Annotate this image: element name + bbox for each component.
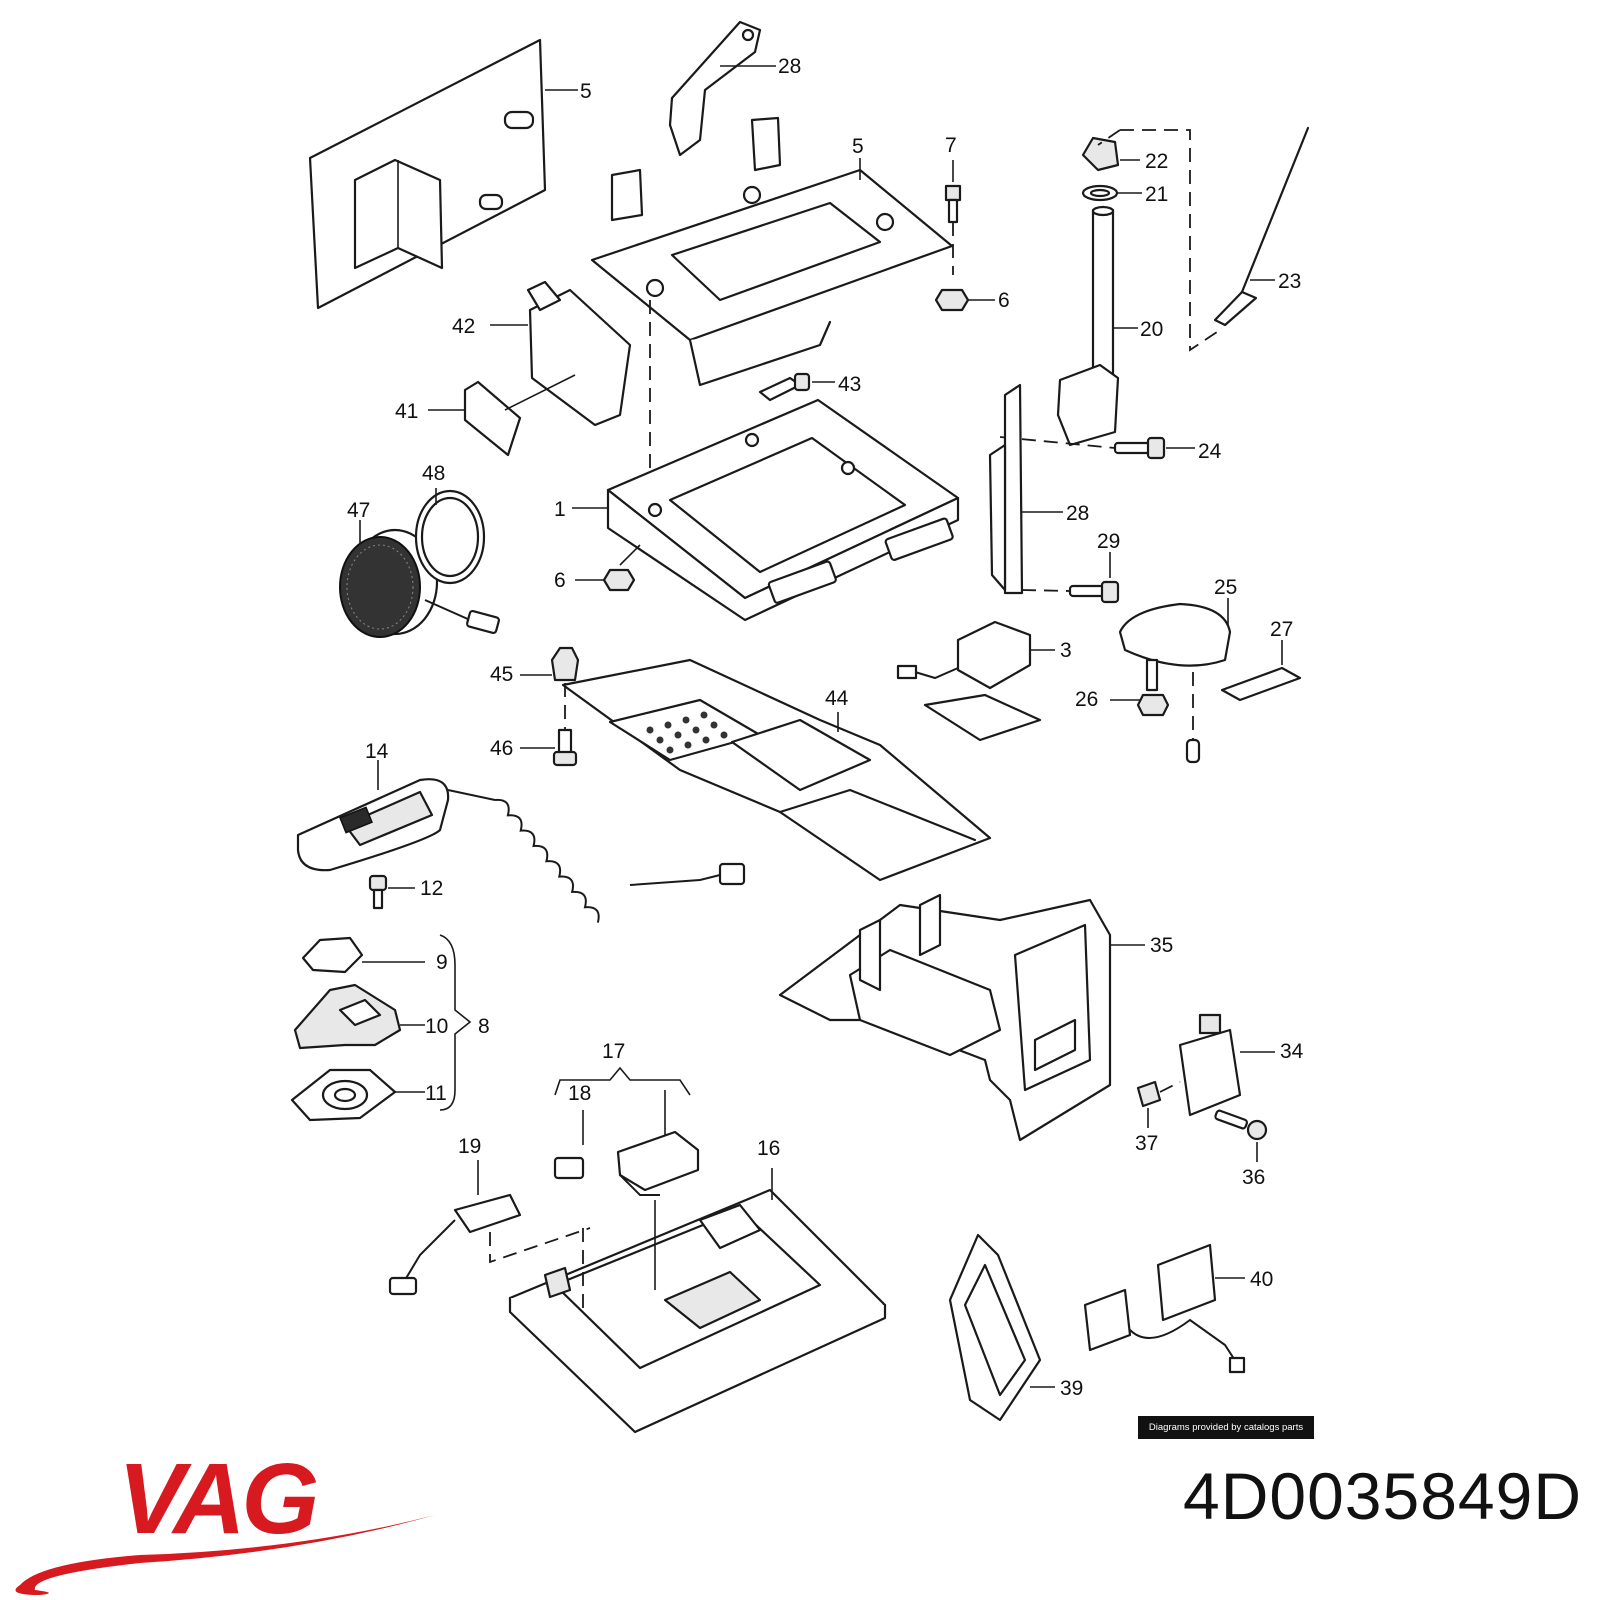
- callout-39: 39: [1060, 1377, 1083, 1400]
- callout-42: 42: [452, 315, 475, 338]
- callout-20: 20: [1140, 318, 1163, 341]
- callout-19: 19: [458, 1135, 481, 1158]
- part-40-modules: [1083, 1243, 1246, 1374]
- brace-8: [439, 934, 472, 1111]
- part-12-screw: [368, 874, 415, 910]
- part-9-pad: [301, 936, 425, 974]
- callout-11: 11: [425, 1082, 447, 1105]
- part-44-tray: [561, 658, 992, 882]
- part-7-bolt: [944, 160, 962, 275]
- callout-47: 47: [347, 499, 370, 522]
- part-28-side-bracket: [988, 383, 1063, 595]
- callout-3: 3: [1060, 639, 1072, 662]
- callout-6-upper: 6: [998, 289, 1010, 312]
- callout-21: 21: [1145, 183, 1168, 206]
- callout-10: 10: [425, 1015, 448, 1038]
- callout-18: 18: [568, 1082, 591, 1105]
- part-26-nut: [1110, 658, 1201, 764]
- vag-logo: VAG: [15, 1443, 435, 1595]
- callout-28-side: 28: [1066, 502, 1089, 525]
- part-14-handset: [296, 760, 746, 923]
- callout-26: 26: [1075, 688, 1098, 711]
- callout-17: 17: [602, 1040, 625, 1063]
- callout-41: 41: [395, 400, 418, 423]
- callout-7: 7: [945, 134, 957, 157]
- callout-9: 9: [436, 951, 448, 974]
- part-23-antenna-rod: [1213, 126, 1310, 327]
- callout-43: 43: [838, 373, 861, 396]
- part-48-ring: [414, 488, 486, 585]
- part-19-connector: [388, 1160, 591, 1296]
- callout-25: 25: [1214, 576, 1237, 599]
- callout-24: 24: [1198, 440, 1222, 463]
- logo-text: VAG: [118, 1443, 316, 1555]
- part-29-bolt: [1021, 552, 1120, 604]
- callout-27: 27: [1270, 618, 1293, 641]
- part-25-roof-antenna: [1118, 598, 1232, 667]
- callout-16: 16: [757, 1137, 780, 1160]
- part-46-screw: [520, 728, 578, 767]
- diagram-credit-label: Diagrams provided by catalogs parts: [1138, 1416, 1314, 1439]
- callout-12: 12: [420, 877, 443, 900]
- part-41-module: [428, 374, 576, 457]
- part-21-washer: [1081, 184, 1142, 202]
- callout-5-upper-left: 5: [580, 80, 592, 103]
- antenna-dashed-group: [1097, 129, 1221, 352]
- part-5-cover-plate: [308, 38, 578, 310]
- part-24-bolt: [999, 436, 1195, 460]
- callout-46: 46: [490, 737, 513, 760]
- part-5-mounting-frame: [590, 116, 954, 500]
- callout-36: 36: [1242, 1166, 1265, 1189]
- callout-44: 44: [825, 687, 849, 710]
- part-3-module: [896, 620, 1055, 742]
- logo-swoosh: [15, 1515, 435, 1595]
- callout-14: 14: [365, 740, 389, 763]
- part-43-screw: [758, 372, 835, 402]
- callout-22: 22: [1145, 150, 1168, 173]
- part-37-clip: [1136, 1080, 1181, 1128]
- part-22-cap: [1081, 136, 1140, 172]
- callout-6-lower: 6: [554, 569, 566, 592]
- part-35-bracket: [778, 893, 1145, 1142]
- part-6-nut-lower: [575, 544, 641, 592]
- callout-37: 37: [1135, 1132, 1158, 1155]
- callout-29: 29: [1097, 530, 1120, 553]
- callout-1: 1: [554, 498, 566, 521]
- callout-48: 48: [422, 462, 445, 485]
- part-47-loudspeaker: [339, 520, 500, 638]
- callout-35: 35: [1150, 934, 1173, 957]
- part-42-control-unit: [490, 280, 632, 427]
- callout-34: 34: [1280, 1040, 1304, 1063]
- callout-8: 8: [478, 1015, 490, 1038]
- part-27-label: [1220, 640, 1302, 702]
- part-39-cover: [948, 1233, 1055, 1422]
- part-1-main-unit: [572, 398, 960, 622]
- callout-28-upper: 28: [778, 55, 801, 78]
- part-34-module: [1178, 1013, 1275, 1117]
- part-10-holder: [293, 983, 425, 1050]
- callout-40: 40: [1250, 1268, 1273, 1291]
- part-18-connector: [553, 1130, 700, 1196]
- part-36-screw: [1214, 1109, 1268, 1162]
- callout-5-frame: 5: [852, 135, 864, 158]
- part-11-base: [290, 1068, 425, 1122]
- part-45-clip: [520, 646, 580, 730]
- brace-17: [554, 1066, 691, 1145]
- part-number: 4D0035849D: [1183, 1459, 1582, 1533]
- part-6-nut-upper: [934, 288, 995, 312]
- callout-45: 45: [490, 663, 513, 686]
- part-16-console: [508, 1168, 887, 1434]
- callout-23: 23: [1278, 270, 1301, 293]
- callout-labels: 5 28 5 7 6 22 21 23 20 42 43 41 24 48 47…: [347, 55, 1304, 1400]
- part-28-upper-bracket: [668, 20, 776, 157]
- part-20-mast: [1056, 205, 1138, 447]
